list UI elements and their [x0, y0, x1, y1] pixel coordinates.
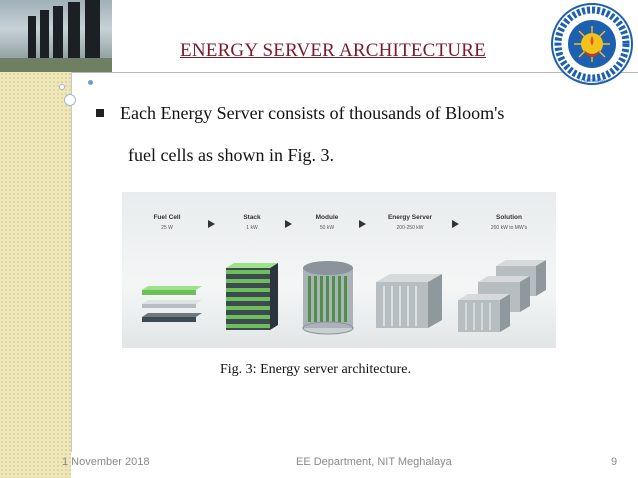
- header-divider: [71, 72, 638, 73]
- footer-department: EE Department, NIT Meghalaya: [296, 456, 452, 468]
- decorative-dot: [64, 94, 76, 106]
- stage-sub-fuel-cell: 25 W: [161, 225, 173, 231]
- stage-sub-energy-server: 200-250 kW: [396, 225, 424, 231]
- energy-server-figure: Fuel Cell 25 W Stack 1 kW Module 50 kW E…: [122, 192, 556, 348]
- stage-label-module: Module: [315, 214, 339, 221]
- stage-sub-stack: 1 kW: [246, 225, 258, 231]
- decorative-dot: [59, 84, 65, 90]
- energy-server-illustration: [376, 274, 442, 328]
- stage-label-fuel-cell: Fuel Cell: [153, 214, 181, 221]
- square-bullet-icon: [96, 104, 110, 118]
- module-illustration: [302, 261, 354, 335]
- fuel-cell-illustration: [142, 286, 202, 322]
- footer-page-number: 9: [611, 456, 618, 468]
- bullet-text-line-1: Each Energy Server consists of thousands…: [120, 103, 505, 123]
- footer-date: 1 November 2018: [62, 456, 150, 468]
- header-photo: [0, 0, 112, 72]
- stage-sub-module: 50 kW: [319, 225, 335, 231]
- stage-sub-solution: 200 kW to MW's: [490, 225, 528, 231]
- solution-illustration: [458, 260, 546, 332]
- arrow-right-icon: [208, 220, 215, 228]
- sidebar-divider: [71, 72, 72, 452]
- svg-text:NIT MEGHALAYA: NIT MEGHALAYA: [576, 78, 608, 83]
- decorative-sidebar: [0, 0, 71, 478]
- stage-label-stack: Stack: [243, 214, 261, 221]
- stage-label-solution: Solution: [496, 214, 522, 221]
- figure-caption: Fig. 3: Energy server architecture.: [220, 362, 412, 377]
- nit-meghalaya-seal-icon: NIT MEGHALAYA: [551, 3, 633, 85]
- arrow-right-icon: [359, 220, 366, 228]
- decorative-dot: [88, 80, 93, 85]
- slide-title: ENERGY SERVER ARCHITECTURE: [180, 40, 486, 61]
- arrow-right-icon: [285, 220, 292, 228]
- bullet-text-line-2: fuel cells as shown in Fig. 3.: [128, 145, 334, 165]
- arrow-right-icon: [452, 220, 459, 228]
- stage-label-energy-server: Energy Server: [387, 214, 433, 221]
- stack-illustration: [226, 263, 278, 331]
